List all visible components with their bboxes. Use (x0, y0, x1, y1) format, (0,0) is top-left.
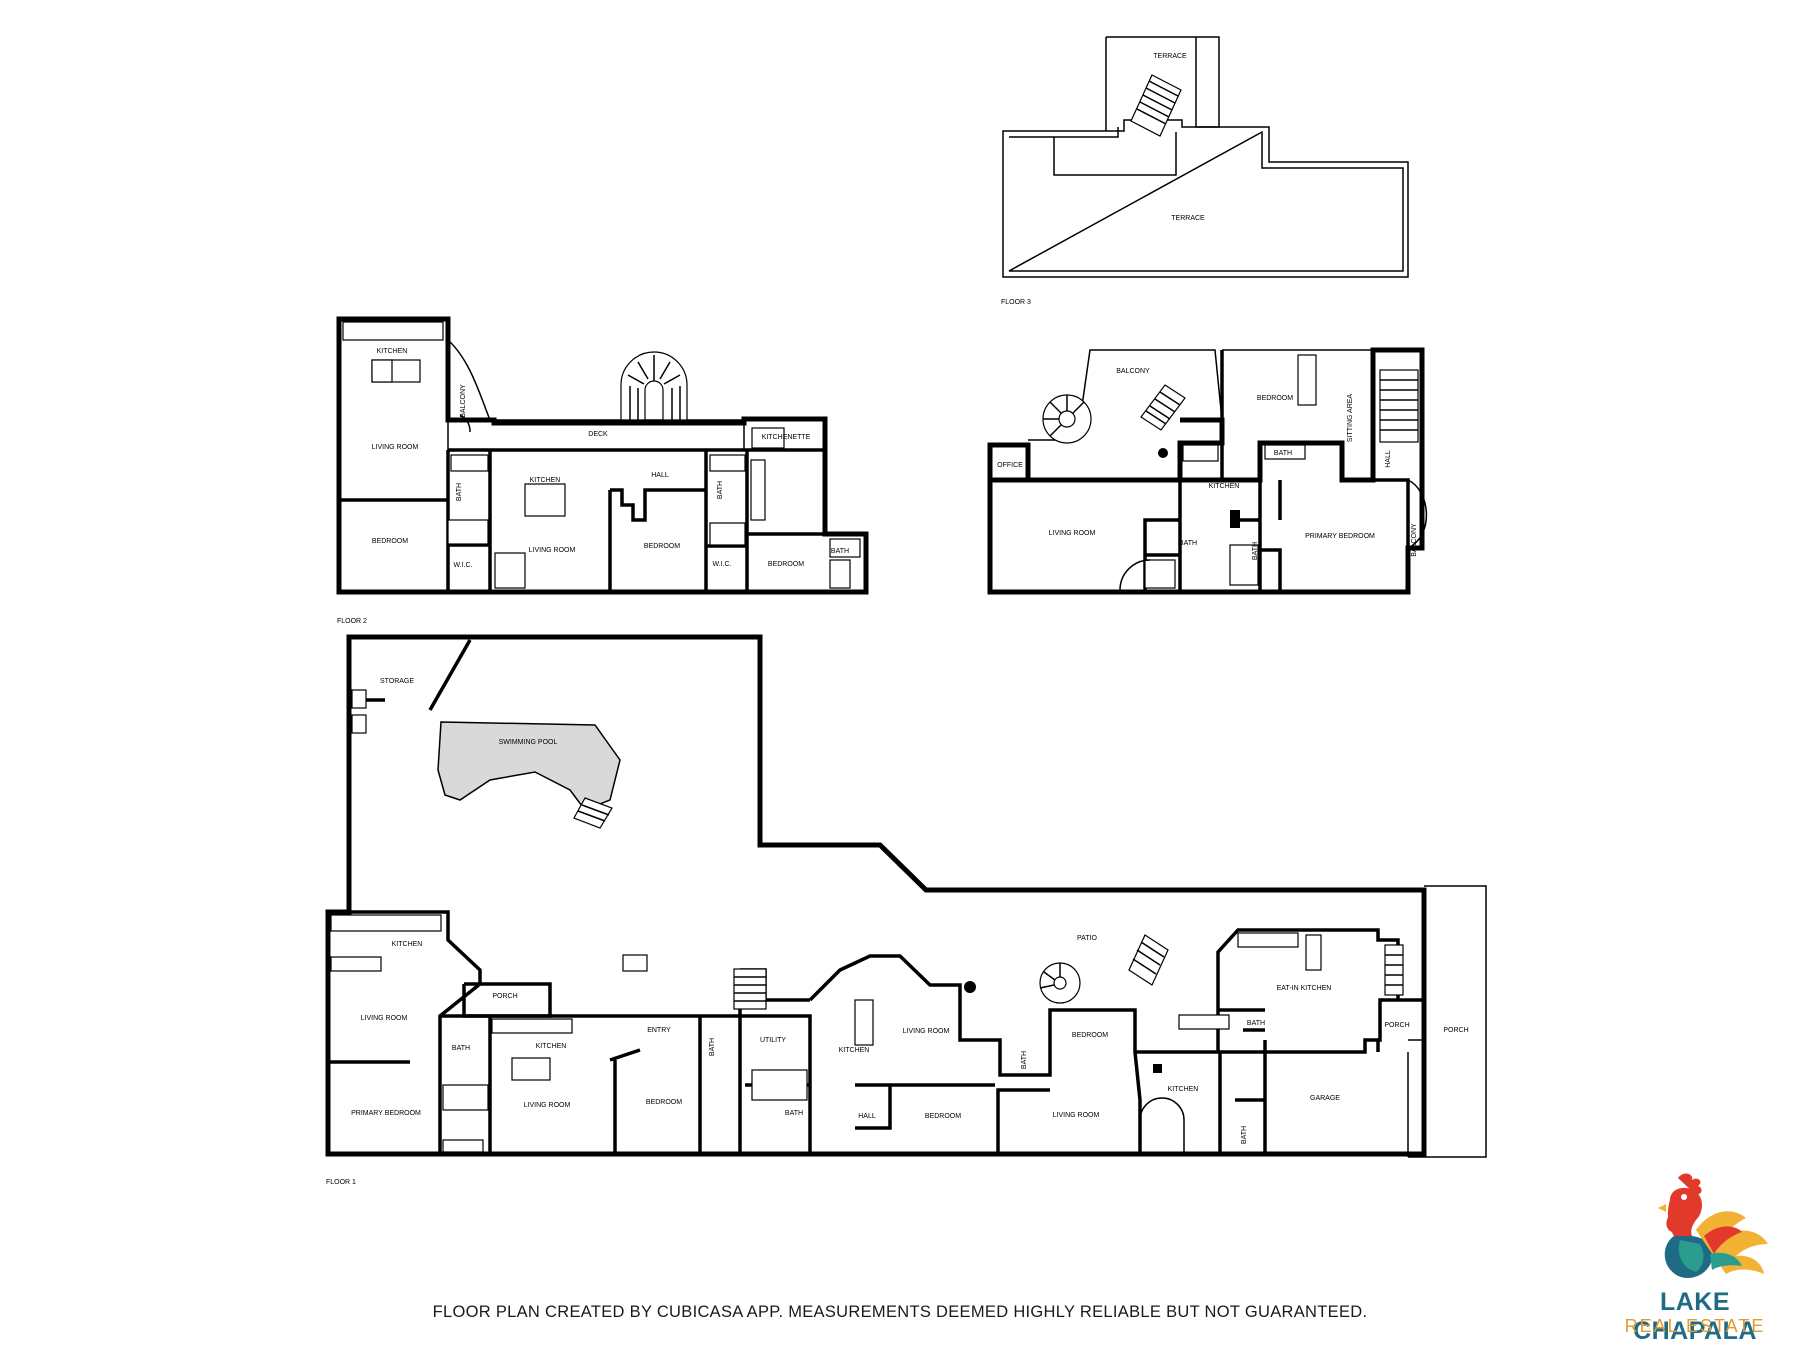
spiral-stair (620, 351, 688, 421)
floor-2-right: BALCONY OFFICE LIVING ROOM KITCHEN BATH … (987, 347, 1428, 595)
disclaimer-footer: FLOOR PLAN CREATED BY CUBICASA APP. MEAS… (432, 1303, 1368, 1321)
terrace-stair (1130, 74, 1182, 137)
room-label: BATH (452, 1045, 470, 1052)
room-label: BATH (1247, 1020, 1265, 1027)
floor-title: FLOOR 1 (326, 1179, 356, 1186)
room-label: HALL (1385, 450, 1392, 468)
room-label: BATH (1274, 450, 1292, 457)
room-label: LIVING ROOM (1049, 530, 1096, 537)
room-label: BEDROOM (1257, 395, 1293, 402)
room-label: KITCHEN (392, 941, 423, 948)
room-label: KITCHEN (530, 477, 561, 484)
room-label: BATH (1179, 540, 1197, 547)
room-label: BALCONY (1116, 368, 1150, 375)
room-label: BEDROOM (644, 543, 680, 550)
room-label: LIVING ROOM (1053, 1112, 1100, 1119)
room-label: BATH (1021, 1051, 1028, 1069)
room-label: TERRACE (1171, 215, 1205, 222)
floor-2-left: KITCHEN BALCONY LIVING ROOM BEDROOM DECK… (336, 316, 869, 625)
floor1-stair-c (1384, 944, 1404, 996)
room-label: BATH (1252, 542, 1259, 560)
room-label: KITCHEN (536, 1043, 567, 1050)
room-label: STORAGE (380, 678, 414, 685)
room-label: KITCHEN (1168, 1086, 1199, 1093)
floor1-spiral (1039, 962, 1081, 1004)
floor-1: STORAGE SWIMMING POOL KITCHEN PORCH LIVI… (325, 634, 1487, 1186)
pool-steps (573, 797, 613, 829)
room-label: LIVING ROOM (361, 1015, 408, 1022)
room-label: W.I.C. (712, 561, 731, 568)
room-label: KITCHEN (377, 348, 408, 355)
room-label: PRIMARY BEDROOM (351, 1110, 421, 1117)
logo-subtitle: REAL ESTATE (1624, 1316, 1766, 1336)
room-label: PORCH (1443, 1027, 1468, 1034)
room-label: EAT-IN KITCHEN (1277, 985, 1332, 992)
room-label: BATH (785, 1110, 803, 1117)
room-label: LIVING ROOM (529, 547, 576, 554)
room-label: GARAGE (1310, 1095, 1340, 1102)
balcony-stair (1140, 384, 1186, 431)
room-label: KITCHENETTE (762, 434, 811, 441)
hall-stair (1379, 369, 1419, 443)
room-label: BALCONY (1411, 523, 1418, 557)
room-label: TERRACE (1153, 53, 1187, 60)
room-label: HALL (858, 1113, 876, 1120)
company-logo: LAKE CHAPALA REAL ESTATE (1600, 1170, 1790, 1345)
logo-name: LAKE CHAPALA (1633, 1288, 1757, 1345)
floor-title: FLOOR 2 (337, 618, 367, 625)
room-label: UTILITY (760, 1037, 786, 1044)
room-label: BEDROOM (646, 1099, 682, 1106)
rooster-icon (1658, 1173, 1768, 1279)
room-label: DECK (588, 431, 608, 438)
room-label: BATH (456, 483, 463, 501)
room-label: KITCHEN (839, 1047, 870, 1054)
room-label: ENTRY (647, 1027, 671, 1034)
spiral-stair-2 (1042, 394, 1092, 444)
room-label: BATH (831, 548, 849, 555)
room-label: BEDROOM (925, 1113, 961, 1120)
room-label: HALL (651, 472, 669, 479)
room-label: LIVING ROOM (372, 444, 419, 451)
room-label: PRIMARY BEDROOM (1305, 533, 1375, 540)
room-label: OFFICE (997, 462, 1023, 469)
room-label: PORCH (1384, 1022, 1409, 1029)
floor1-stair-a (733, 968, 767, 1010)
room-label: BALCONY (460, 384, 467, 418)
room-label: W.I.C. (453, 562, 472, 569)
room-label: LIVING ROOM (903, 1028, 950, 1035)
room-label: BEDROOM (768, 561, 804, 568)
room-label: BATH (717, 481, 724, 499)
floor-3: TERRACE TERRACE FLOOR 3 (1001, 36, 1409, 306)
room-label: BATH (709, 1038, 716, 1056)
room-label: PORCH (492, 993, 517, 1000)
swimming-pool (437, 721, 621, 811)
floor-title: FLOOR 3 (1001, 299, 1031, 306)
room-label: KITCHEN (1209, 483, 1240, 490)
room-label: BEDROOM (372, 538, 408, 545)
room-label: SWIMMING POOL (499, 739, 558, 746)
room-label: BEDROOM (1072, 1032, 1108, 1039)
floor1-stair-b (1128, 934, 1169, 986)
room-label: SITTING AREA (1347, 394, 1354, 443)
room-label: BATH (1241, 1126, 1248, 1144)
room-label: LIVING ROOM (524, 1102, 571, 1109)
room-label: PATIO (1077, 935, 1098, 942)
